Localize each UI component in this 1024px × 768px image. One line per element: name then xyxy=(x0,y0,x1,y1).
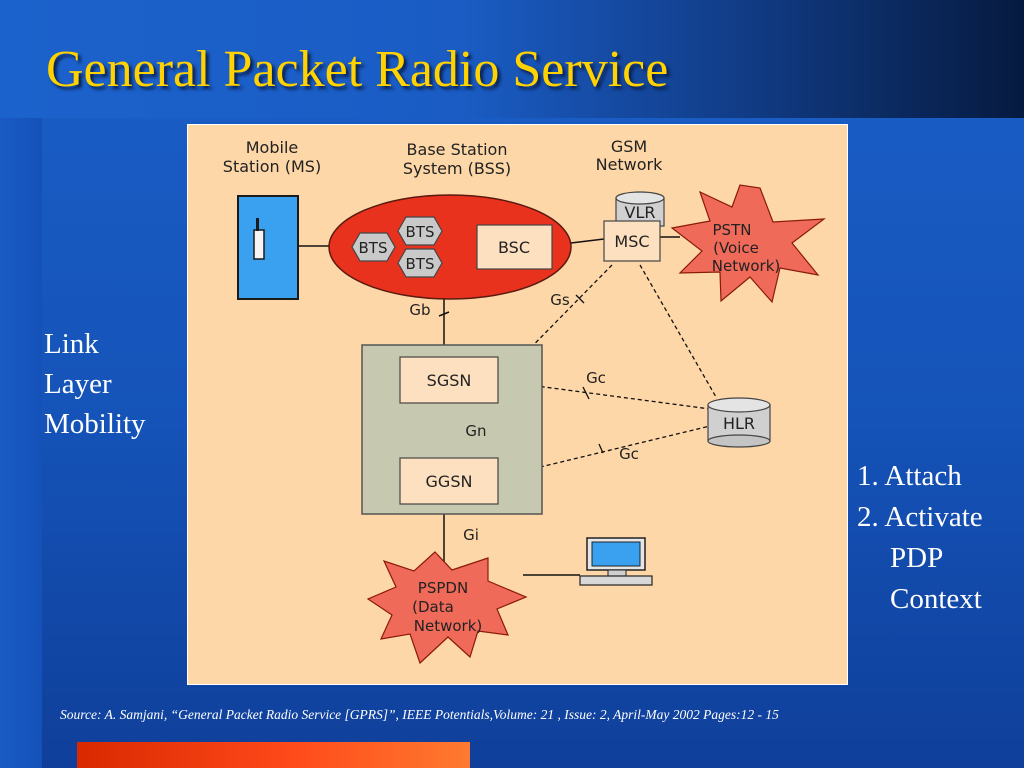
caption-line: Layer xyxy=(44,368,112,400)
hlr-label: HLR xyxy=(723,414,755,433)
header-line: Mobile xyxy=(246,138,298,157)
bts-hexagon xyxy=(397,216,443,246)
pspdn-label: Network) xyxy=(414,617,482,635)
header-line: Base Station xyxy=(407,140,508,159)
phone-icon xyxy=(253,229,265,260)
bts-label: BTS xyxy=(359,239,388,257)
computer-icon xyxy=(579,537,653,586)
step-activate: 2. Activate xyxy=(857,501,983,533)
header-line: System (BSS) xyxy=(403,159,511,178)
title-band xyxy=(0,0,1024,118)
pstn-label: (Voice xyxy=(713,239,759,257)
msc-hlr-link xyxy=(639,264,717,398)
ggsn-node: GGSN xyxy=(399,457,499,505)
sgsn-label: SGSN xyxy=(427,371,472,390)
diagram-canvas: Mobile Station (MS) Base Station System … xyxy=(223,137,826,665)
pstn-label: Network) xyxy=(712,257,780,275)
caption-line: Link xyxy=(44,328,99,360)
bss-msc-link xyxy=(570,238,605,244)
gs-interface-label: Gs xyxy=(550,291,570,309)
pspdn-label: PSPDN xyxy=(418,579,468,597)
gc-interface-label: Gc xyxy=(619,445,639,463)
steps-list: 1. Attach 2. Activate PDP Context xyxy=(857,456,983,620)
link-layer-mobility-caption: Link Layer Mobility xyxy=(44,324,146,444)
bts-hexagon xyxy=(351,232,396,262)
step-pdp: PDP xyxy=(890,542,944,574)
bts-label: BTS xyxy=(406,255,435,273)
gb-interface-label: Gb xyxy=(409,301,430,319)
source-citation: Source: A. Samjani, “General Packet Radi… xyxy=(60,707,779,722)
ggsn-label: GGSN xyxy=(426,472,473,491)
bsc-node: BSC xyxy=(476,224,553,270)
bts-cluster: BTS BTS BTS xyxy=(351,216,443,278)
decorative-bottom-bar xyxy=(77,742,470,768)
sgsn-node: SGSN xyxy=(399,356,499,404)
gprs-architecture-diagram: Mobile Station (MS) Base Station System … xyxy=(187,124,848,685)
ms-header: Mobile Station (MS) xyxy=(223,138,321,176)
slide-title: General Packet Radio Service xyxy=(46,41,669,98)
header-line: GSM xyxy=(611,137,647,156)
msc-node: MSC xyxy=(603,220,661,262)
msc-label: MSC xyxy=(614,232,649,251)
bts-label: BTS xyxy=(406,223,435,241)
header-line: Network xyxy=(596,155,664,174)
gsm-header: GSM Network xyxy=(596,137,664,174)
caption-line: Mobility xyxy=(44,408,146,440)
step-attach: 1. Attach xyxy=(857,460,962,492)
interface-ticks xyxy=(575,294,604,454)
mobile-station xyxy=(237,195,299,300)
hlr-database: HLR xyxy=(707,397,771,448)
pspdn-label: (Data xyxy=(412,598,454,616)
gb-tick xyxy=(438,311,450,317)
left-strip xyxy=(0,118,42,768)
vlr-label: VLR xyxy=(625,203,656,222)
step-context: Context xyxy=(890,583,982,615)
solid-links xyxy=(298,236,680,576)
bss-ellipse xyxy=(328,194,572,300)
bsc-label: BSC xyxy=(498,238,530,257)
bts-hexagon xyxy=(397,248,443,278)
pstn-label: PSTN xyxy=(713,221,752,239)
gc-interface-label: Gc xyxy=(586,369,606,387)
header-line: Station (MS) xyxy=(223,157,321,176)
pspdn-network: PSPDN (Data Network) xyxy=(366,551,528,665)
bss-header: Base Station System (BSS) xyxy=(403,140,511,178)
gi-interface-label: Gi xyxy=(463,526,479,544)
pstn-network: PSTN (Voice Network) xyxy=(670,184,826,304)
gn-interface-label: Gn xyxy=(465,422,486,440)
